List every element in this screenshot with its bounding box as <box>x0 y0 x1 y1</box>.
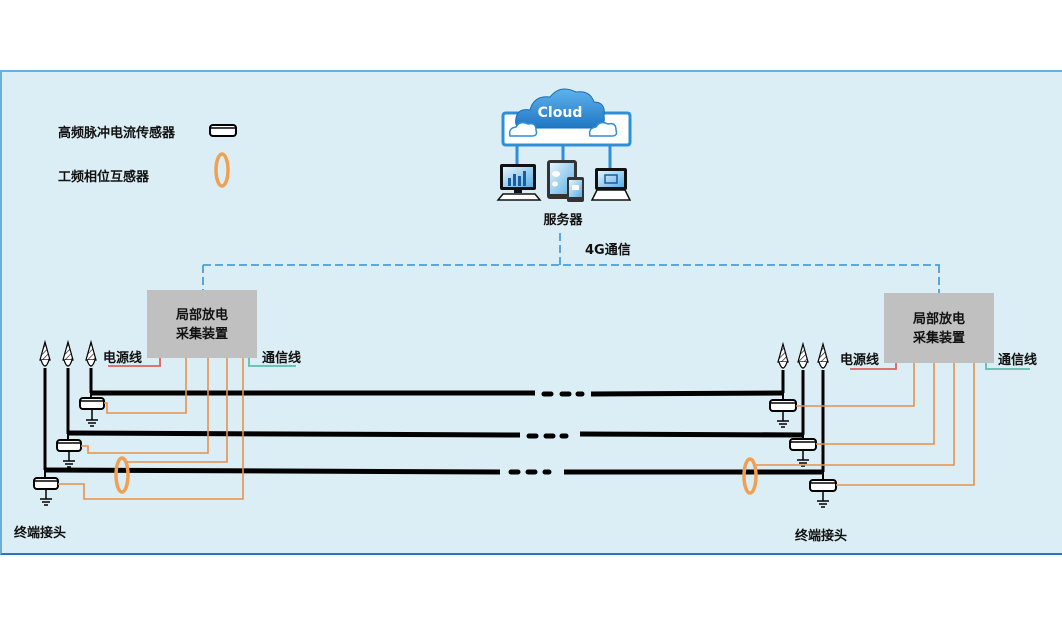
cable-phase-2 <box>67 430 805 439</box>
left-comm-label: 通信线 <box>262 350 301 366</box>
terminal-cone-icon <box>85 339 97 393</box>
tablet-phone-icon <box>547 160 584 202</box>
right-terminal-label: 终端接头 <box>795 528 847 544</box>
left-box-line1: 局部放电 <box>176 307 228 323</box>
4g-label: 4G通信 <box>585 242 631 258</box>
cable-phase-3 <box>44 467 824 475</box>
right-power-label: 电源线 <box>840 352 879 368</box>
4g-link: 4G通信 <box>202 233 940 293</box>
desktop-monitor-icon <box>496 164 542 201</box>
cloud-server-group: Cloud <box>496 88 632 228</box>
terminal-cone-icon <box>777 341 789 393</box>
cloud-label: Cloud <box>538 105 583 121</box>
left-signal-wires <box>58 358 244 500</box>
terminal-cone-icon <box>39 339 51 470</box>
cable-phase-1 <box>92 390 785 397</box>
right-comm-wire <box>985 363 1030 370</box>
phase-ct-ring-icon <box>742 457 758 495</box>
cloud-icon: Cloud <box>508 88 618 137</box>
cables <box>44 390 824 475</box>
phase-ct-ring-icon <box>114 456 130 494</box>
hfct-sensor-icon <box>789 435 817 467</box>
left-power-wire <box>108 358 161 367</box>
terminal-cone-icon <box>62 339 74 434</box>
terminal-cone-icon <box>797 341 809 435</box>
legend-phase-ct-label: 工频相位互感器 <box>58 169 150 185</box>
phase-ct-ring-icon <box>214 152 230 188</box>
right-collector-box <box>884 293 994 363</box>
legend: 高频脉冲电流传感器 工频相位互感器 <box>58 124 237 188</box>
hfct-sensor-icon <box>33 470 59 506</box>
left-terminal: 局部放电 采集装置 电源线 通信线 终端接头 <box>14 290 301 541</box>
hfct-sensor-icon <box>79 393 105 427</box>
right-terminal: 局部放电 采集装置 电源线 通信线 终端接头 <box>742 293 1037 544</box>
terminal-cone-icon <box>817 341 829 472</box>
server-label: 服务器 <box>543 212 583 228</box>
left-comm-wire <box>248 358 296 367</box>
right-box-line2: 采集装置 <box>912 330 965 346</box>
left-collector-box <box>147 290 257 358</box>
left-terminal-label: 终端接头 <box>14 525 66 541</box>
right-signal-wires <box>756 363 975 486</box>
right-box-line1: 局部放电 <box>913 311 965 327</box>
hfct-sensor-icon <box>809 472 837 508</box>
hfct-sensor-icon <box>209 124 237 137</box>
hfct-sensor-icon <box>769 393 797 428</box>
left-box-line2: 采集装置 <box>175 326 228 342</box>
right-power-wire <box>850 363 897 370</box>
laptop-icon <box>590 168 632 201</box>
legend-hfct-label: 高频脉冲电流传感器 <box>58 125 176 141</box>
left-power-label: 电源线 <box>103 350 142 366</box>
right-comm-label: 通信线 <box>998 352 1037 368</box>
hfct-sensor-icon <box>56 434 82 468</box>
